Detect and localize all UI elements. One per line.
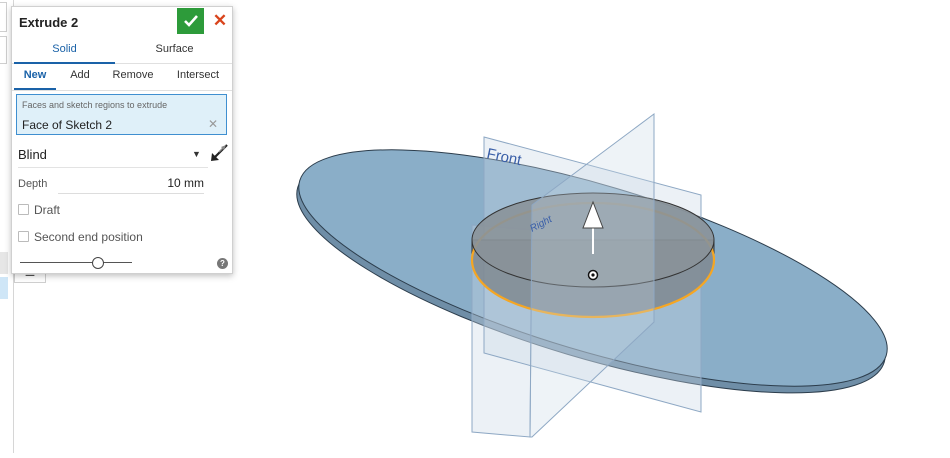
operation-remove[interactable]: Remove: [112, 69, 154, 81]
body-type-tabs: Solid Surface: [12, 40, 232, 64]
origin-point-icon: [587, 269, 599, 281]
tab-surface[interactable]: Surface: [155, 43, 194, 55]
depth-label: Depth: [18, 178, 48, 190]
flip-direction-icon: [211, 144, 228, 161]
depth-input-underline: [58, 193, 204, 194]
selection-field-label: Faces and sketch regions to extrude: [22, 100, 168, 110]
arrow-manipulator-icon[interactable]: [582, 200, 604, 254]
left-panel-box: [0, 2, 7, 32]
slider-track[interactable]: [20, 262, 132, 263]
feature-row[interactable]: [0, 252, 8, 274]
confirm-button[interactable]: [177, 8, 204, 34]
operation-tabs: New Add Remove Intersect: [12, 67, 232, 91]
left-panel-box: [0, 36, 7, 64]
second-end-checkbox[interactable]: [18, 231, 29, 242]
draft-label: Draft: [34, 203, 61, 217]
draft-checkbox[interactable]: [18, 204, 29, 215]
faces-selection-field[interactable]: Faces and sketch regions to extrude Face…: [16, 94, 227, 135]
slider-handle[interactable]: [92, 257, 105, 269]
chevron-down-icon[interactable]: ▼: [192, 149, 201, 159]
depth-input[interactable]: 10 mm: [167, 176, 204, 190]
feature-row-selected[interactable]: [0, 277, 8, 299]
tab-solid[interactable]: Solid: [14, 40, 115, 64]
dialog-title: Extrude 2: [19, 15, 79, 30]
extrude-dialog: Extrude 2 ✕ Solid Surface New Add Remove…: [11, 6, 233, 274]
viewport-canvas[interactable]: Front Right: [232, 0, 950, 453]
second-end-label: Second end position: [34, 230, 143, 244]
draft-checkbox-row[interactable]: Draft: [18, 203, 60, 217]
operation-intersect[interactable]: Intersect: [176, 69, 220, 81]
close-icon: ✕: [212, 11, 228, 30]
selection-field-value: Face of Sketch 2: [22, 118, 113, 132]
help-icon[interactable]: ?: [217, 258, 228, 269]
check-icon: [183, 15, 198, 27]
graphics-viewport[interactable]: Front Right: [232, 0, 950, 453]
operation-new[interactable]: New: [14, 67, 56, 90]
cancel-button[interactable]: ✕: [210, 10, 230, 32]
end-type-select[interactable]: Blind: [18, 147, 47, 162]
clear-icon[interactable]: ✕: [208, 117, 219, 131]
divider: [18, 167, 208, 168]
second-end-checkbox-row[interactable]: Second end position: [18, 230, 143, 244]
flip-direction-button[interactable]: [208, 142, 230, 164]
operation-add[interactable]: Add: [70, 69, 90, 81]
